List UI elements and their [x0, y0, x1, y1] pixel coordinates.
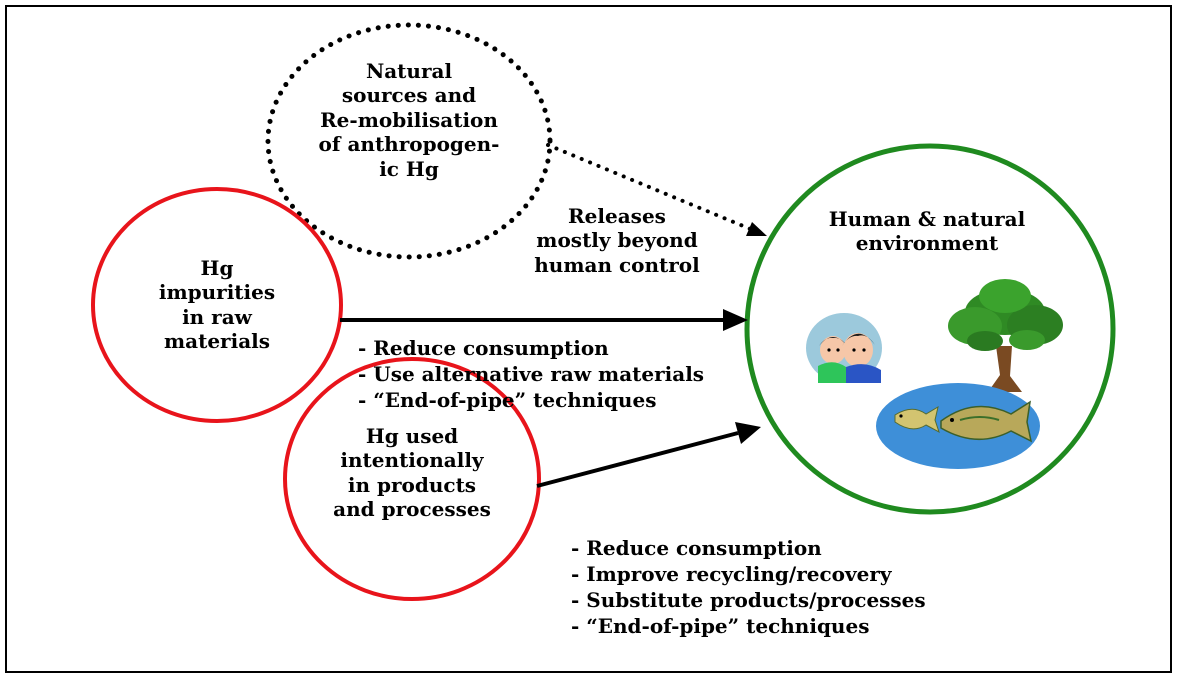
environment-line: Human & natural [829, 207, 1025, 231]
environment-line-part: Human & [828, 207, 936, 231]
measure-item: - “End-of-pipe” techniques [358, 388, 657, 412]
environment-label: Human & natural environment [829, 207, 1025, 256]
diagram-frame [5, 5, 1172, 673]
impurities-line: in raw [182, 304, 252, 329]
releases-note-line: Releases [568, 204, 666, 228]
impurities-measures-list: - Reduce consumption - Use alternative r… [358, 335, 704, 413]
intentional-use-label: Hg used intentionally in products and pr… [333, 424, 491, 522]
intentional-use-line: intentionally [340, 448, 484, 473]
fish-pond-icon [876, 383, 1040, 469]
natural-sources-line: Re-mobilisation [320, 107, 498, 132]
impurities-label: Hg impurities in raw materials [159, 256, 275, 354]
intentional-use-circle [283, 357, 541, 601]
natural-release-arrow [546, 143, 762, 235]
environment-line-part: natural [942, 207, 1026, 231]
measure-item: - Improve recycling/recovery [571, 562, 892, 586]
intentional-use-arrowhead [735, 422, 761, 444]
measure-item: - Reduce consumption [358, 336, 609, 360]
impurities-arrowhead [723, 309, 748, 331]
impurities-line: impurities [158, 280, 276, 305]
intentional-use-arrow [536, 431, 739, 488]
environment-line: environment [855, 231, 999, 256]
natural-sources-label: Natural sources and Re-mobilisation of a… [319, 59, 500, 181]
natural-sources-circle [265, 22, 553, 260]
tree-icon [948, 279, 1063, 392]
natural-sources-line: ic Hg [379, 156, 439, 181]
releases-note-line: human control [534, 252, 700, 277]
natural-release-arrowhead [746, 222, 767, 236]
intentional-use-line: in products [347, 472, 477, 497]
measure-item: - Reduce consumption [571, 536, 822, 560]
natural-sources-line: of anthropogen- [318, 132, 500, 157]
intentional-use-line: Hg used [365, 424, 459, 448]
family-icon [806, 313, 882, 383]
impurities-circle [91, 187, 343, 423]
releases-note: Releases mostly beyond human control [534, 204, 699, 277]
natural-sources-line: sources and [341, 83, 477, 108]
impurities-line: materials [163, 329, 271, 354]
measure-item: - “End-of-pipe” techniques [571, 614, 870, 638]
intentional-measures-list: - Reduce consumption - Improve recycling… [571, 535, 926, 639]
measure-item: - Use alternative raw materials [358, 362, 705, 386]
measure-item: - Substitute products/processes [571, 588, 926, 612]
releases-note-line: mostly beyond [536, 228, 698, 253]
environment-circle [744, 143, 1116, 515]
impurities-line: Hg [200, 256, 234, 280]
natural-sources-line: Natural [365, 59, 453, 83]
intentional-use-line: and processes [333, 497, 491, 522]
